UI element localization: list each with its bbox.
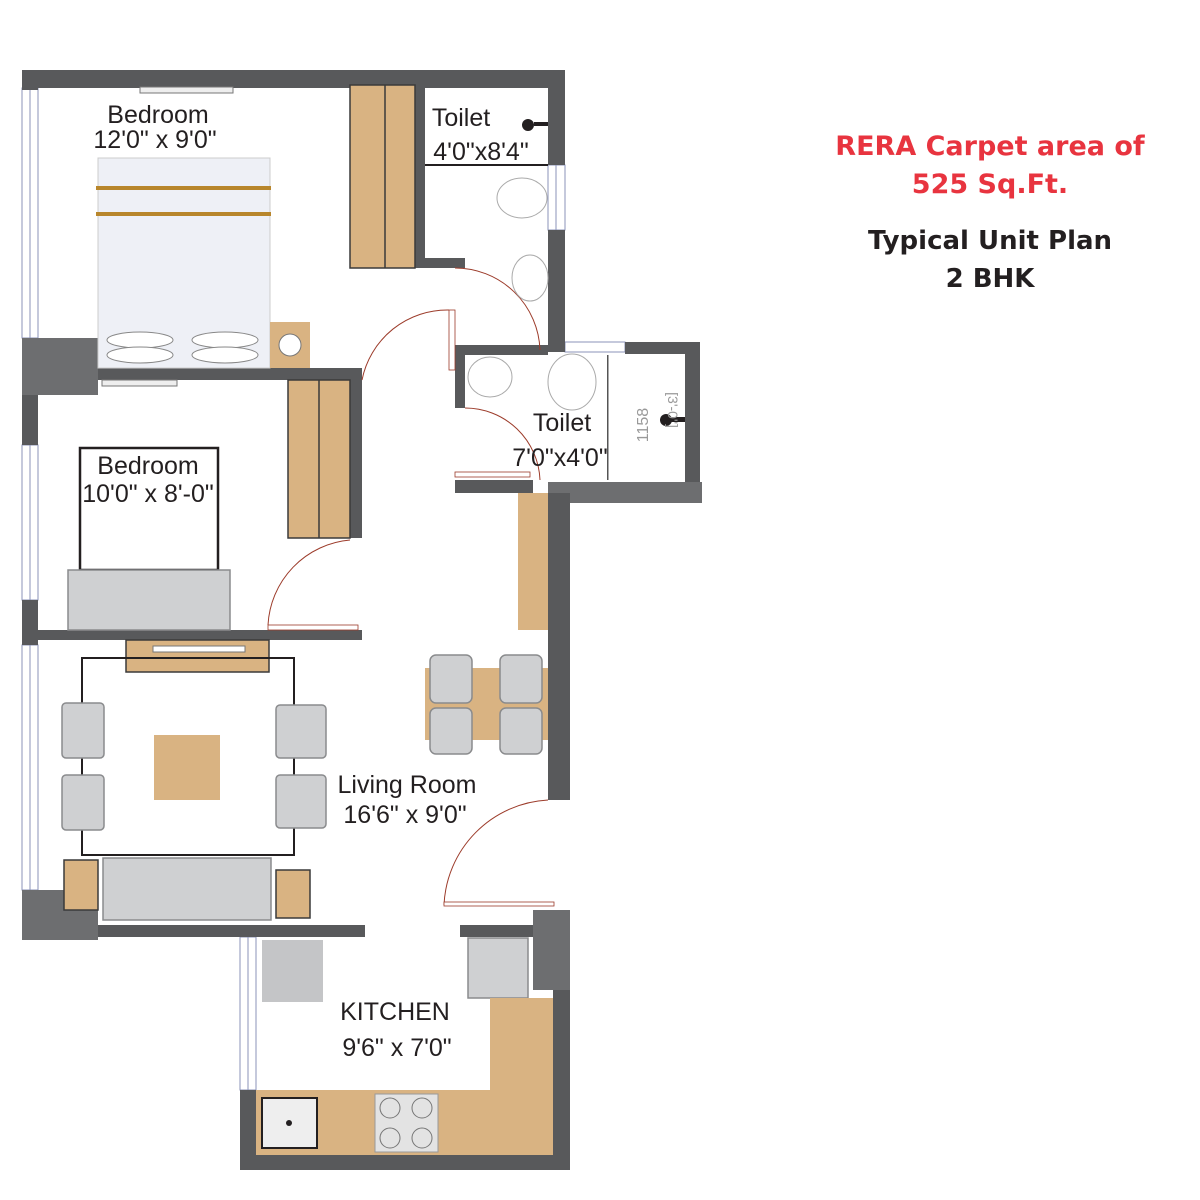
- chair: [429, 654, 473, 704]
- stove-icon: [374, 1093, 439, 1153]
- chair: [499, 654, 543, 704]
- bedroom1-furniture: [96, 84, 416, 387]
- doors: [267, 267, 555, 907]
- sofa: [102, 857, 272, 921]
- wc-icon: [547, 353, 597, 411]
- toilet1-name: Toilet: [432, 104, 490, 132]
- plan-type: 2 BHK: [945, 264, 1035, 294]
- sofa: [67, 569, 231, 631]
- living-name: Living Room: [338, 771, 477, 799]
- shower-dim-mm: 1158: [635, 408, 652, 443]
- tv-unit: [125, 639, 270, 673]
- kitchen-furniture: [256, 937, 553, 1155]
- bedroom1-name: Bedroom: [107, 101, 208, 129]
- walls: [22, 70, 702, 1170]
- kitchen-name: KITCHEN: [340, 998, 450, 1026]
- chair: [61, 774, 105, 831]
- bedroom1-size: 12'0" x 9'0": [93, 126, 216, 154]
- shower-icon: [660, 414, 672, 426]
- fridge: [262, 940, 323, 1002]
- toilet1-size: 4'0"x8'4": [433, 138, 528, 166]
- wash-basin-icon: [467, 356, 513, 398]
- toilet-fixtures: 1158 [3'-0"]: [467, 119, 685, 443]
- chair: [275, 774, 327, 829]
- plan-title: Typical Unit Plan: [867, 226, 1113, 256]
- wc-icon: [496, 177, 548, 219]
- chair: [429, 707, 473, 755]
- room-labels: Bedroom 12'0" x 9'0" Toilet 4'0"x8'4" To…: [82, 101, 607, 1062]
- center-table: [154, 735, 220, 800]
- shower-dim-ft: [3'-0"]: [665, 392, 681, 428]
- toilet2-name: Toilet: [533, 409, 591, 437]
- carpet-area-line2: 525 Sq.Ft.: [911, 169, 1069, 200]
- toilet2-size: 7'0"x4'0": [512, 444, 607, 472]
- ac-unit: [139, 86, 234, 94]
- chair: [275, 704, 327, 759]
- living-size: 16'6" x 9'0": [343, 801, 466, 829]
- chair: [61, 702, 105, 759]
- bedroom2-furniture: [67, 379, 351, 631]
- wash-basin-icon: [511, 254, 549, 302]
- living-furniture: [61, 493, 548, 921]
- carpet-area-line1: RERA Carpet area of: [835, 131, 1145, 162]
- chair: [499, 707, 543, 755]
- shower-icon: [522, 119, 534, 131]
- kitchen-size: 9'6" x 7'0": [342, 1034, 451, 1062]
- windows: [21, 87, 626, 1091]
- wardrobe: [349, 84, 416, 269]
- washing-machine: [467, 937, 529, 999]
- bedroom2-size: 10'0" x 8'-0": [82, 480, 214, 508]
- side-table: [63, 859, 99, 911]
- side-table: [275, 869, 311, 919]
- cabinet: [518, 493, 548, 630]
- bedroom2-name: Bedroom: [97, 452, 198, 480]
